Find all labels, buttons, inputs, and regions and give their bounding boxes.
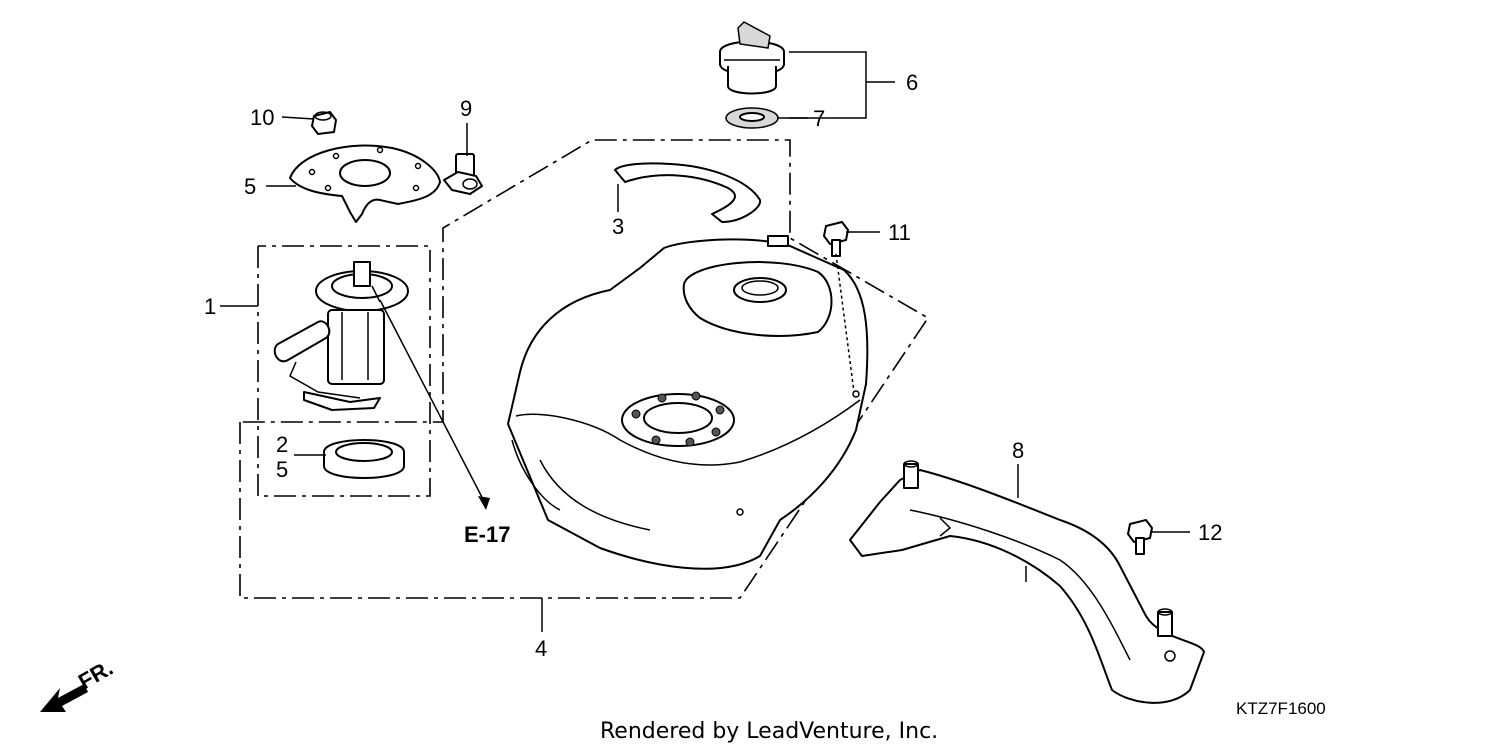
front-direction-arrow-icon: FR. [40, 655, 117, 712]
fuel-pump-part [273, 261, 409, 411]
callout-2: 2 [276, 432, 288, 457]
bolt-part-upper [823, 221, 849, 257]
leader-lines [220, 51, 1190, 632]
cap-gasket-part [725, 107, 779, 129]
callout-6: 6 [906, 70, 918, 95]
fuel-cap-part [719, 21, 785, 95]
fuel-tank-part [507, 235, 869, 570]
callout-5-lower: 5 [276, 457, 288, 482]
bolt-part-lower [1127, 519, 1153, 555]
callout-7: 7 [813, 106, 825, 131]
callout-9: 9 [460, 96, 472, 121]
pump-packing-part [323, 439, 405, 479]
tank-bracket-part [849, 460, 1205, 704]
diagram-code: KTZ7F1600 [1236, 699, 1326, 718]
nut-part [311, 111, 337, 135]
callout-4: 4 [535, 636, 547, 661]
reference-label: E-17 [464, 522, 510, 547]
callout-12: 12 [1198, 520, 1222, 545]
callout-8: 8 [1012, 438, 1024, 463]
phantom-outline-fuel-tank-group [239, 139, 930, 599]
setting-plate-part [289, 144, 441, 223]
callout-10: 10 [250, 105, 274, 130]
hose-clip-part [443, 153, 483, 195]
callout-11: 11 [888, 220, 911, 245]
callout-3: 3 [612, 214, 624, 239]
credit-line: Rendered by LeadVenture, Inc. [600, 719, 938, 744]
tank-band-part [614, 162, 762, 223]
callout-5-upper: 5 [244, 174, 256, 199]
phantom-outline-fuel-pump-assembly [257, 245, 431, 497]
callout-1: 1 [204, 294, 216, 319]
